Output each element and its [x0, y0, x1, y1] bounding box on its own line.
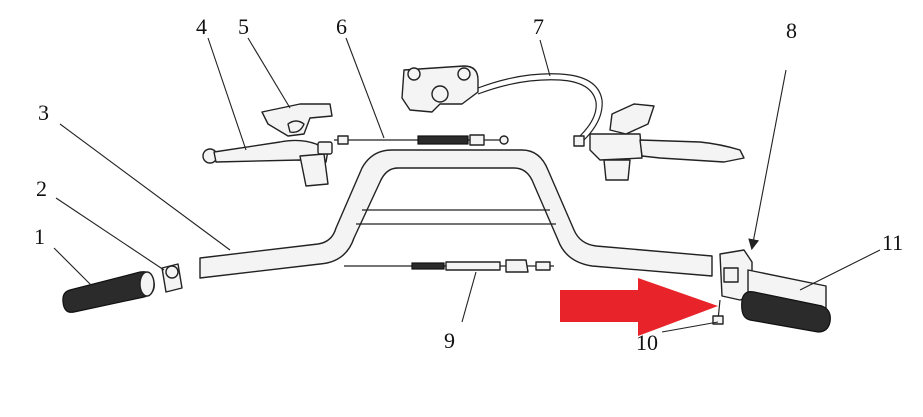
callout-10: 10 [636, 330, 658, 355]
callout-6: 6 [336, 14, 347, 39]
screw [712, 299, 724, 325]
callout-11: 11 [882, 230, 903, 255]
callout-4: 4 [196, 14, 207, 39]
callout-labels: 1 2 3 4 5 6 7 8 9 10 11 [34, 14, 903, 355]
switch-housing [261, 103, 333, 137]
clutch-lever [202, 139, 333, 187]
handlebar [199, 149, 713, 279]
left-collar [161, 263, 183, 293]
callout-8: 8 [786, 18, 797, 43]
throttle-housing [719, 249, 753, 301]
highlight-arrow [560, 278, 718, 336]
left-grip [62, 271, 155, 313]
throttle-cable [344, 259, 554, 273]
callout-1: 1 [34, 224, 45, 249]
front-brake-assembly [401, 65, 745, 181]
callout-2: 2 [36, 176, 47, 201]
right-grip [741, 291, 831, 333]
callout-5: 5 [238, 14, 249, 39]
callout-7: 7 [533, 14, 544, 39]
clutch-cable [334, 134, 509, 146]
callout-3: 3 [38, 100, 49, 125]
leader-lines [53, 37, 881, 333]
callout-9: 9 [444, 328, 455, 353]
